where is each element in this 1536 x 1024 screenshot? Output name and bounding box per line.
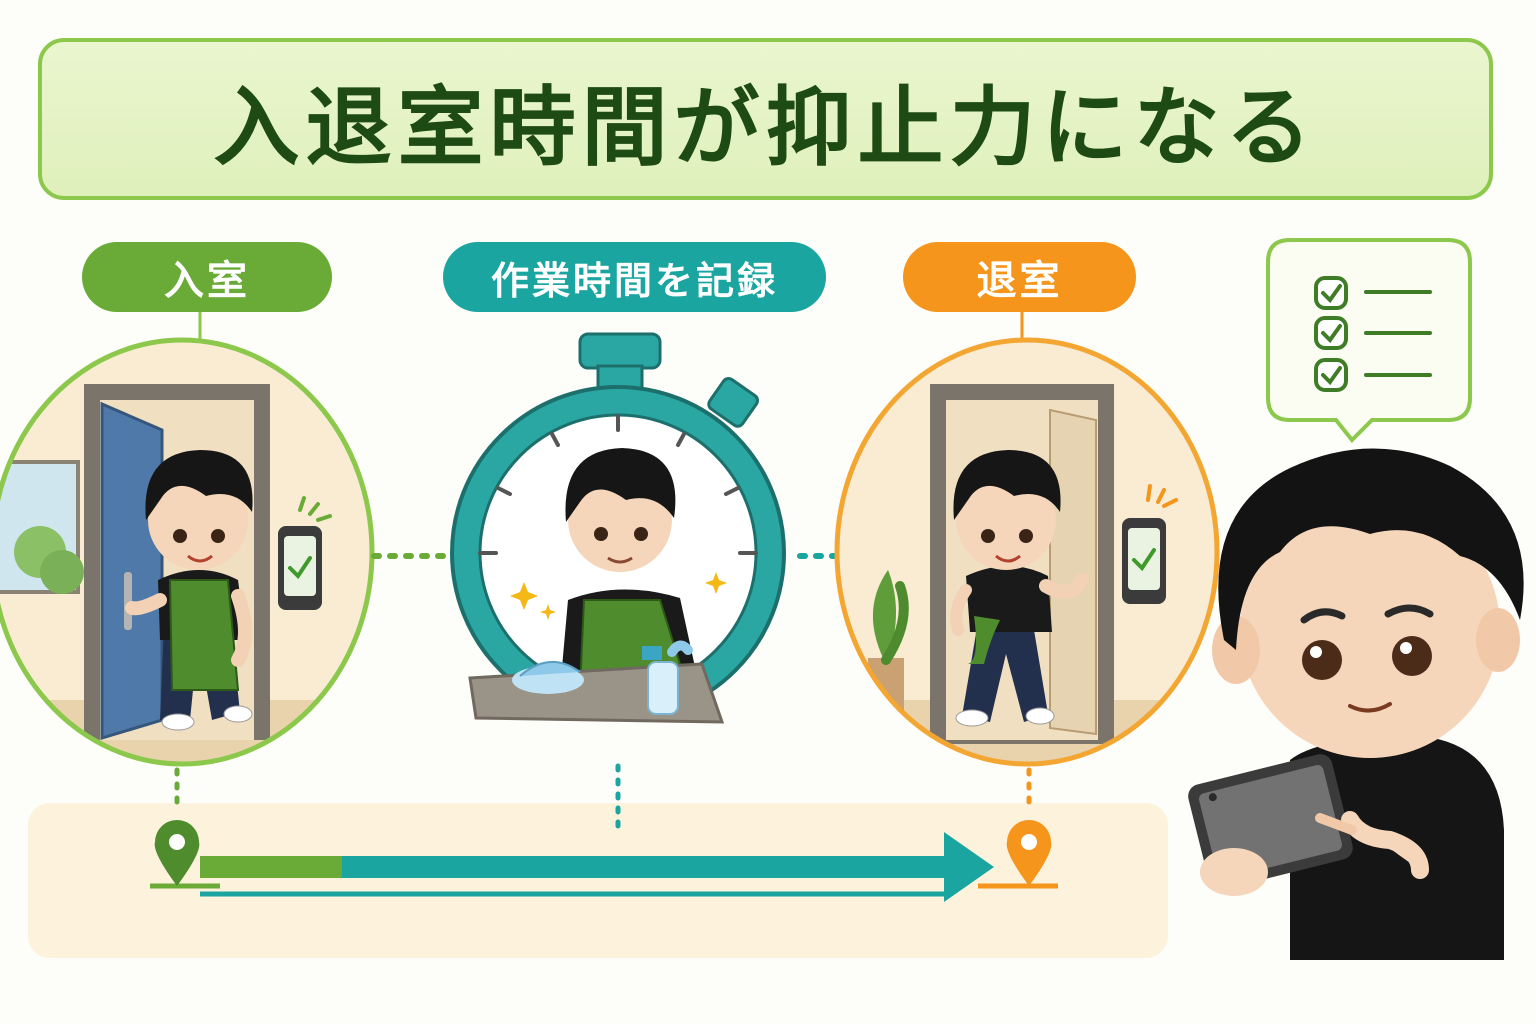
title-banner: 入退室時間が抑止力になる xyxy=(38,38,1493,200)
checklist-bubble xyxy=(1266,238,1472,443)
page-title: 入退室時間が抑止力になる xyxy=(213,77,1318,178)
exit-scene xyxy=(834,337,1220,767)
stopwatch-icon xyxy=(450,332,786,724)
step-label-enter: 入室 xyxy=(82,242,332,312)
timeline-panel xyxy=(28,803,1168,958)
smartphone-icon xyxy=(1122,518,1166,604)
manager-character xyxy=(1188,448,1524,960)
check-icon xyxy=(1321,284,1342,304)
timeline xyxy=(150,820,1058,902)
step-label-record: 作業時間を記録 xyxy=(443,242,826,312)
step-label-exit: 退室 xyxy=(903,242,1136,312)
check-icon xyxy=(1321,324,1342,344)
check-icon xyxy=(288,556,312,580)
tablet-icon xyxy=(1188,754,1353,890)
enter-scene xyxy=(0,337,375,767)
location-pin-icon xyxy=(154,820,200,886)
location-pin-icon xyxy=(1006,820,1052,886)
check-icon xyxy=(1321,366,1342,386)
